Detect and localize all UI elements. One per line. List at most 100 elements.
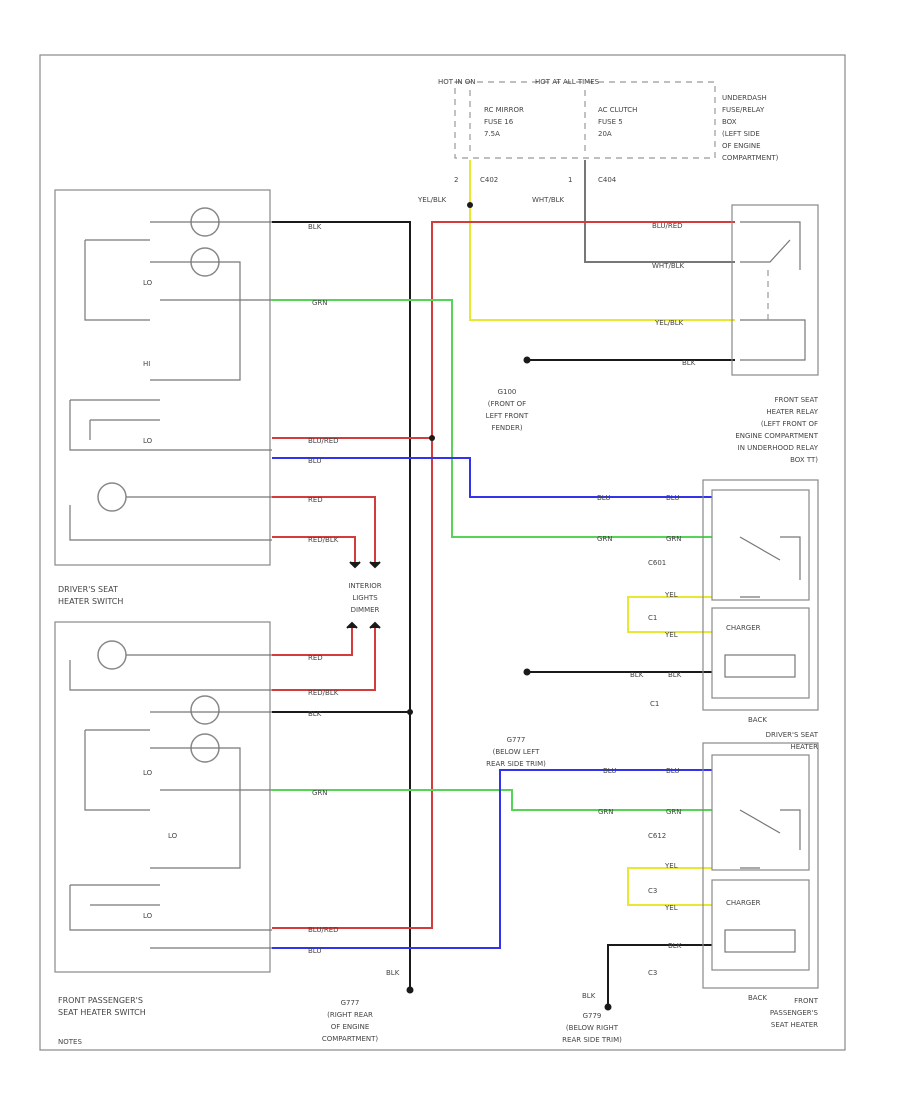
wire-label-red-blk-driver: RED/BLK bbox=[308, 536, 339, 544]
wire-label-blu-driver: BLU bbox=[308, 457, 321, 465]
wire-yel-driver-thermostat bbox=[627, 596, 712, 633]
pin-label-1: 2 bbox=[454, 176, 458, 184]
relay-label-5: IN UNDERHOOD RELAY bbox=[738, 444, 819, 452]
passenger-heater-outline bbox=[702, 742, 819, 989]
wire-label-blk-driver-heater: BLK bbox=[630, 671, 644, 679]
indicator-lamp-icon bbox=[190, 695, 220, 725]
relay-label-4: ENGINE COMPARTMENT bbox=[735, 432, 818, 440]
wire-blk-passenger-heater-ground bbox=[607, 944, 712, 1007]
driver-heater-control bbox=[711, 489, 810, 601]
g779-label-1: G779 bbox=[583, 1012, 602, 1020]
connector-label-c3-a: C3 bbox=[648, 887, 657, 895]
driver-switch-outline bbox=[54, 189, 271, 566]
g777-label-3: REAR SIDE TRIM) bbox=[486, 760, 546, 768]
driver-heater-switch bbox=[739, 536, 801, 598]
fuse-box-outline bbox=[454, 81, 716, 159]
passenger-switch: LO LO LO bbox=[54, 621, 272, 973]
ground-point-icon bbox=[523, 668, 531, 676]
splice-dot bbox=[429, 435, 435, 441]
relay-outline bbox=[731, 204, 819, 376]
wire-red-driver-illum bbox=[272, 496, 376, 562]
wire-label-blk-passenger-heater: BLK bbox=[668, 942, 682, 950]
wire-grn-passenger bbox=[272, 789, 712, 811]
relay-contacts bbox=[740, 221, 806, 361]
passenger-heater-label-2: PASSENGER'S bbox=[770, 1009, 819, 1017]
connector-label-c612: C612 bbox=[648, 832, 666, 840]
relay-label-2: HEATER RELAY bbox=[766, 408, 818, 416]
wire-blu-driver bbox=[272, 457, 712, 498]
g779-label-2: (BELOW RIGHT bbox=[566, 1024, 619, 1032]
wire-label-blu-c601-b: BLU bbox=[666, 494, 679, 502]
fuse-box-name-4: (LEFT SIDE bbox=[722, 130, 760, 138]
connector-label-c601: C601 bbox=[648, 559, 666, 567]
switch-label-lo-5: LO bbox=[143, 912, 153, 920]
wire-yel-blk-fuse-to-relay bbox=[469, 160, 735, 321]
front-seat-heater-relay bbox=[731, 204, 819, 376]
driver-heater-label-1: DRIVER'S SEAT bbox=[766, 731, 819, 739]
wire-label-blu-passenger: BLU bbox=[308, 947, 321, 955]
wire-label-red-driver: RED bbox=[308, 496, 323, 504]
underdash-fuse-box: HOT IN ON HOT AT ALL TIMES RC MIRROR FUS… bbox=[438, 78, 779, 184]
passenger-switch-label-1: FRONT PASSENGER'S bbox=[58, 996, 143, 1005]
wire-label-blk-g779: BLK bbox=[582, 992, 596, 1000]
wire-label-yel-blk-relay: YEL/BLK bbox=[654, 319, 684, 327]
g100-label-2: (FRONT OF bbox=[488, 400, 526, 408]
switch-label-lo: LO bbox=[143, 279, 153, 287]
driver-heater-back-label: BACK bbox=[748, 716, 767, 724]
wire-label-red-passenger: RED bbox=[308, 654, 323, 662]
ground-point-icon bbox=[604, 1003, 612, 1011]
wire-label-yel-driver: YEL bbox=[664, 591, 678, 599]
wire-label-grn-passenger: GRN bbox=[312, 789, 328, 797]
passenger-switch-label-2: SEAT HEATER SWITCH bbox=[58, 1008, 146, 1017]
passenger-seat-heater bbox=[702, 742, 819, 989]
switch-label-lo-4: LO bbox=[168, 832, 178, 840]
relay-label-1: FRONT SEAT bbox=[774, 396, 818, 404]
wire-label-red-blk-passenger: RED/BLK bbox=[308, 689, 339, 697]
fuse-1-line-3: 7.5A bbox=[484, 130, 500, 138]
heating-element-icon bbox=[724, 929, 796, 953]
wire-red-blk-passenger-illum bbox=[272, 628, 376, 691]
wire-label-wht-blk-relay: WHT/BLK bbox=[652, 262, 685, 270]
outer-frame bbox=[39, 54, 846, 1051]
passenger-heater-switch bbox=[739, 809, 801, 869]
wire-label-grn-c601-b: GRN bbox=[666, 535, 682, 543]
g777b-label-2: (RIGHT REAR bbox=[327, 1011, 373, 1019]
driver-heater-element-box bbox=[711, 607, 810, 699]
wire-label-blk-driver: BLK bbox=[308, 223, 322, 231]
switch-label-lo-2: LO bbox=[143, 437, 153, 445]
wire-red-passenger-illum bbox=[272, 628, 353, 656]
connector-label-c404: C404 bbox=[598, 176, 617, 184]
g777-label-2: (BELOW LEFT bbox=[493, 748, 540, 756]
passenger-switch-outline bbox=[54, 621, 271, 973]
heating-element-icon bbox=[724, 654, 796, 678]
driver-seat-heater bbox=[702, 479, 819, 711]
connector-arrow-icon bbox=[349, 561, 381, 569]
wire-blu-red-relay-feed bbox=[272, 221, 735, 929]
wire-label-blu-c601: BLU bbox=[597, 494, 610, 502]
wire-label-blk-g777: BLK bbox=[386, 969, 400, 977]
wire-label-yel-passenger-b: YEL bbox=[664, 904, 678, 912]
fuse-2-line-2: FUSE 5 bbox=[598, 118, 623, 126]
driver-heater-label-2: HEATER bbox=[791, 743, 819, 751]
wire-label-blu-c612: BLU bbox=[603, 767, 616, 775]
g100-label-1: G100 bbox=[498, 388, 517, 396]
fuse-1-line-1: RC MIRROR bbox=[484, 106, 524, 114]
driver-switch-label-2: HEATER SWITCH bbox=[58, 597, 123, 606]
driver-switch-label-1: DRIVER'S SEAT bbox=[58, 585, 118, 594]
wire-blu-passenger bbox=[272, 769, 712, 949]
thermostat-label-2: CHARGER bbox=[726, 899, 761, 907]
fuse-box-name-6: COMPARTMENT) bbox=[722, 154, 779, 162]
wire-label-grn-c612-b: GRN bbox=[666, 808, 682, 816]
g777b-label-1: G777 bbox=[341, 999, 360, 1007]
wire-label-grn-c612: GRN bbox=[598, 808, 614, 816]
wire-label-yel-passenger: YEL bbox=[664, 862, 678, 870]
splice-dot bbox=[467, 202, 473, 208]
fuse-box-name-5: OF ENGINE bbox=[722, 142, 761, 150]
passenger-heater-back-label: BACK bbox=[748, 994, 767, 1002]
thermostat-label: CHARGER bbox=[726, 624, 761, 632]
wire-wht-blk-fuse-to-relay bbox=[584, 160, 735, 263]
driver-heater-outline bbox=[702, 479, 819, 711]
fuse-1-line-2: FUSE 16 bbox=[484, 118, 514, 126]
